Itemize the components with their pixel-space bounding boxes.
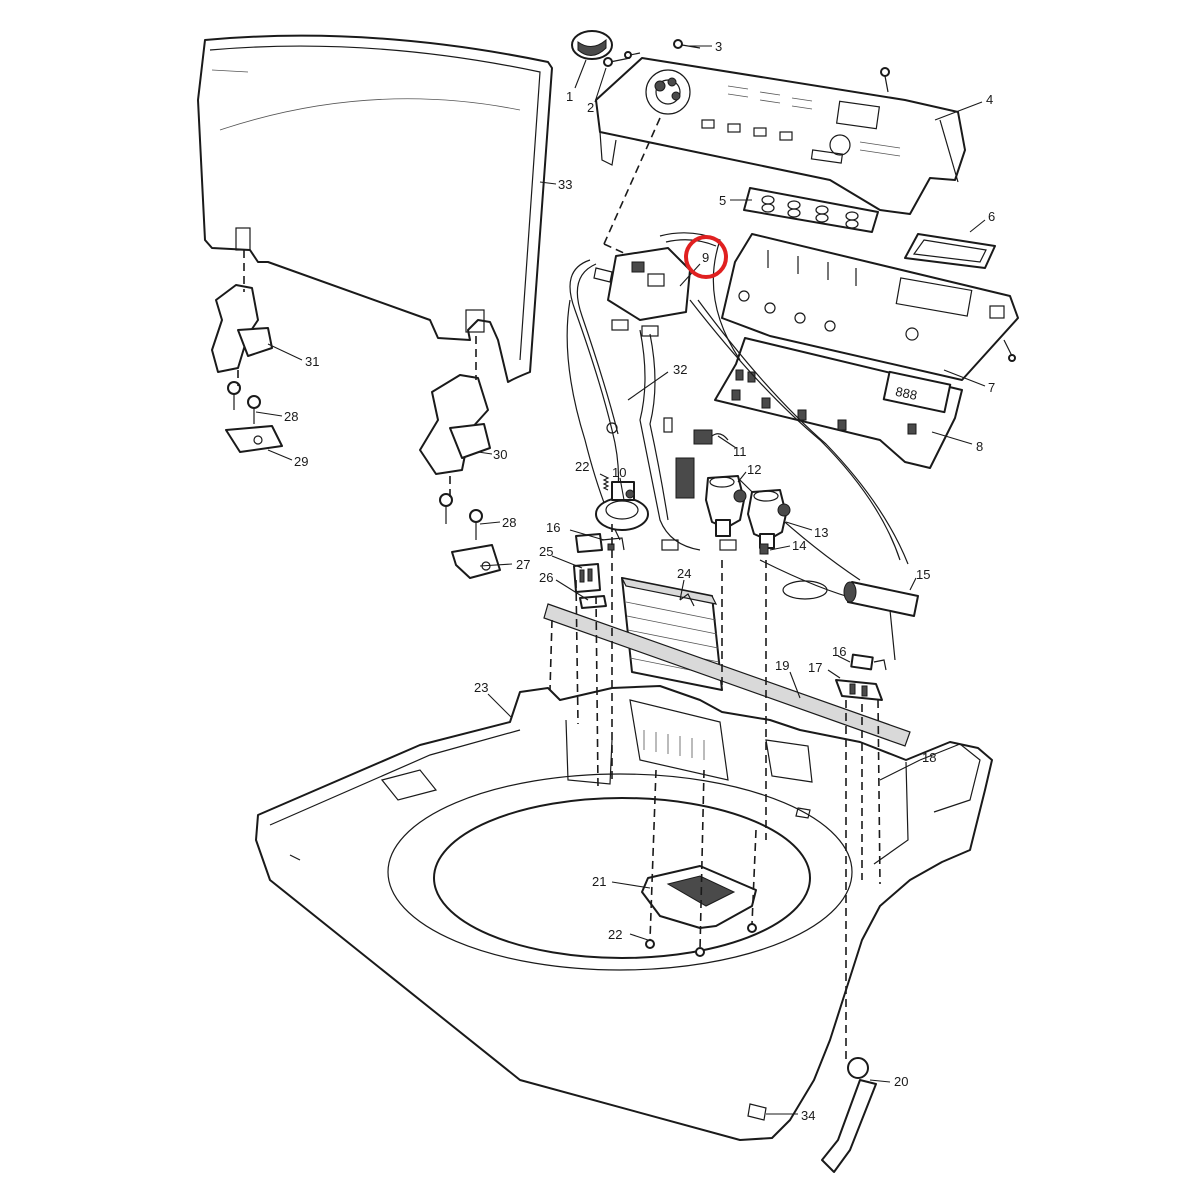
callout-25: 25 bbox=[539, 544, 553, 559]
callout-16-right: 16 bbox=[832, 644, 846, 659]
callout-8: 8 bbox=[976, 439, 983, 454]
sensor-15 bbox=[843, 581, 919, 617]
bracket-17 bbox=[835, 679, 883, 701]
hinge-right bbox=[419, 374, 491, 475]
callout-24: 24 bbox=[677, 566, 691, 581]
callout-19: 19 bbox=[775, 658, 789, 673]
callout-15: 15 bbox=[916, 567, 930, 582]
callout-28-right: 28 bbox=[502, 515, 516, 530]
lid bbox=[197, 34, 553, 383]
callout-6: 6 bbox=[988, 209, 995, 224]
callout-17: 17 bbox=[808, 660, 822, 675]
callout-32: 32 bbox=[673, 362, 687, 377]
highlight-ring bbox=[684, 235, 728, 279]
callout-7: 7 bbox=[988, 380, 995, 395]
callout-4: 4 bbox=[986, 92, 993, 107]
inlet-valve-hot bbox=[705, 475, 747, 537]
seven-segment-display: 888 bbox=[894, 384, 918, 403]
callout-29: 29 bbox=[294, 454, 308, 469]
control-bracket bbox=[721, 233, 1019, 381]
main-pcb: 888 bbox=[714, 337, 963, 469]
callout-13: 13 bbox=[814, 525, 828, 540]
screws-right bbox=[439, 493, 501, 579]
bracket-21 bbox=[641, 865, 757, 957]
screw-3 bbox=[673, 39, 701, 49]
leader-lines bbox=[255, 45, 986, 1115]
callout-12: 12 bbox=[747, 462, 761, 477]
knob bbox=[571, 30, 613, 60]
assembly-lines bbox=[237, 117, 881, 1060]
hinge-left bbox=[211, 284, 273, 373]
top-cover bbox=[255, 685, 993, 1141]
callout-11: 11 bbox=[733, 444, 747, 459]
spring-22 bbox=[602, 475, 610, 491]
lid-lock-20 bbox=[821, 1057, 877, 1173]
callout-2: 2 bbox=[587, 100, 594, 115]
button-membrane bbox=[743, 187, 879, 233]
wire-harness bbox=[566, 232, 909, 661]
lid-switch-left bbox=[575, 533, 625, 553]
washer-14 bbox=[759, 543, 769, 555]
screw-2 bbox=[603, 51, 641, 67]
callout-21: 21 bbox=[592, 874, 606, 889]
screws-left bbox=[225, 381, 283, 453]
callout-14: 14 bbox=[792, 538, 806, 553]
bar-19 bbox=[543, 603, 911, 747]
module-9 bbox=[593, 247, 691, 337]
callout-34: 34 bbox=[801, 1108, 815, 1123]
callout-1: 1 bbox=[566, 89, 573, 104]
callout-labels: 1 2 3 4 5 6 7 8 9 10 11 12 13 14 15 16 1… bbox=[284, 39, 995, 1123]
callout-3: 3 bbox=[715, 39, 722, 54]
switch-25 bbox=[573, 563, 601, 593]
screw-4 bbox=[880, 67, 890, 93]
control-panel bbox=[595, 57, 966, 215]
lid-switch-right bbox=[850, 653, 887, 671]
callout-26: 26 bbox=[539, 570, 553, 585]
callout-18: 18 bbox=[922, 750, 936, 765]
inlet-valve-cold bbox=[747, 489, 791, 549]
callout-9: 9 bbox=[702, 250, 709, 265]
callout-28-left: 28 bbox=[284, 409, 298, 424]
callout-22-bottom: 22 bbox=[608, 927, 622, 942]
callout-33: 33 bbox=[558, 177, 572, 192]
callout-20: 20 bbox=[894, 1074, 908, 1089]
callout-30: 30 bbox=[493, 447, 507, 462]
callout-16-left: 16 bbox=[546, 520, 560, 535]
callout-23: 23 bbox=[474, 680, 488, 695]
callout-31: 31 bbox=[305, 354, 319, 369]
callout-10: 10 bbox=[612, 465, 626, 480]
callout-27: 27 bbox=[516, 557, 530, 572]
callout-22-top: 22 bbox=[575, 459, 589, 474]
callout-5: 5 bbox=[719, 193, 726, 208]
pressure-switch bbox=[595, 481, 649, 531]
display-window bbox=[904, 233, 996, 269]
